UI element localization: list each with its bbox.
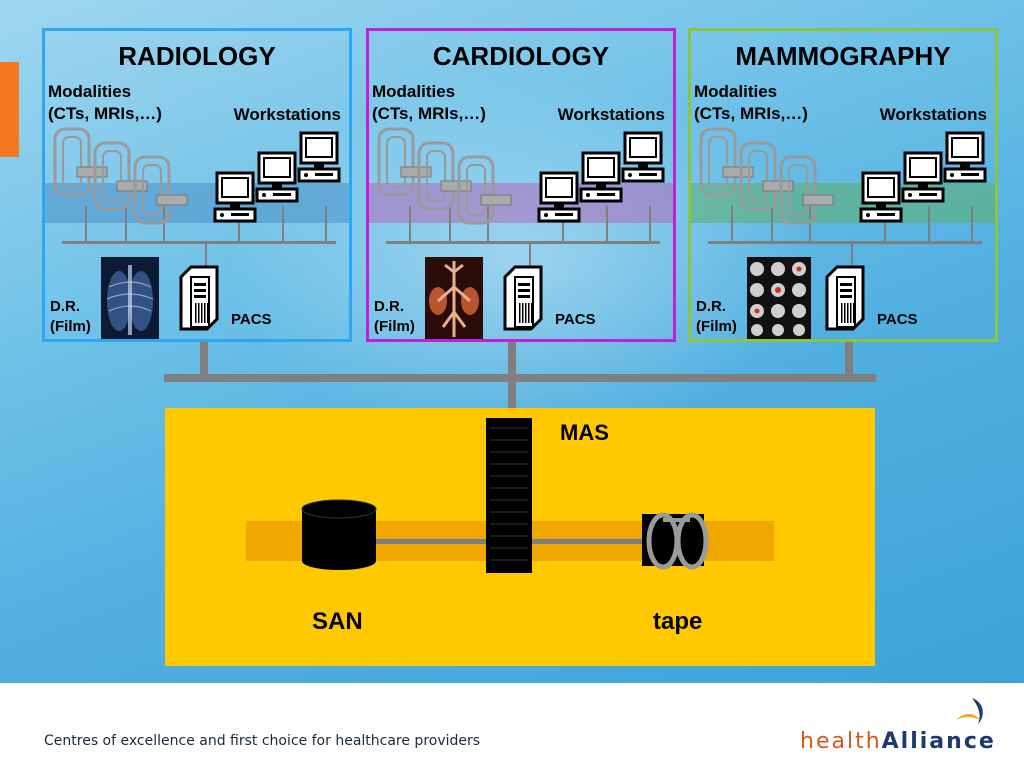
- lan-drop: [85, 206, 87, 242]
- lan-drop: [449, 206, 451, 242]
- lan-drop: [731, 206, 733, 242]
- lan-drop: [809, 206, 811, 242]
- workstation-icon: [579, 151, 623, 203]
- workstation-icon: [859, 171, 903, 223]
- scanner-icon: [739, 141, 794, 211]
- mas-label: MAS: [560, 420, 609, 445]
- lan-drop: [771, 206, 773, 242]
- mammography-scan-grid-image: [747, 257, 811, 339]
- tape-reel-icon: [642, 512, 709, 570]
- bird-logo-icon: [956, 698, 983, 724]
- lan-drop: [487, 206, 489, 242]
- modalities-label: Modalities(CTs, MRIs,…): [372, 82, 486, 123]
- lan-drop: [325, 206, 327, 242]
- network-backbone: [164, 342, 876, 420]
- modalities-label: Modalities(CTs, MRIs,…): [48, 82, 162, 123]
- lan-drop: [649, 206, 651, 242]
- storage-equipment: [246, 418, 774, 573]
- lan-drop: [529, 242, 531, 272]
- department-title: RADIOLOGY: [118, 41, 276, 71]
- dr-film-label: D.R.(Film): [374, 298, 415, 335]
- lan-drop: [163, 206, 165, 242]
- san-disk-icon: [301, 499, 377, 570]
- lan-drop: [238, 206, 240, 242]
- workstation-icon: [621, 131, 665, 183]
- lan-drop: [606, 206, 608, 242]
- radiology-panel: RADIOLOGY Modalities(CTs, MRIs,…) Workst…: [42, 28, 352, 342]
- lan-drop: [205, 242, 207, 272]
- health-alliance-logo: healthAlliance: [800, 692, 1000, 758]
- mammography-panel: MAMMOGRAPHY Modalities(CTs, MRIs,…) Work…: [688, 28, 998, 342]
- san-label: SAN: [312, 608, 363, 635]
- cardiology-panel: CARDIOLOGY Modalities(CTs, MRIs,…) Works…: [366, 28, 676, 342]
- workstation-icon: [901, 151, 945, 203]
- pacs-label: PACS: [877, 311, 918, 328]
- lan-drop: [282, 206, 284, 242]
- workstations-label: Workstations: [557, 105, 665, 124]
- lan-line: [386, 241, 660, 244]
- scanner-icon: [417, 141, 472, 211]
- department-equipment: [699, 127, 987, 331]
- workstations-label: Workstations: [233, 105, 341, 124]
- chest-xray-image: [101, 257, 159, 339]
- pacs-label: PACS: [555, 311, 596, 328]
- scanner-icon: [779, 155, 834, 225]
- department-title: MAMMOGRAPHY: [735, 41, 951, 71]
- pacs-server-icon: [503, 265, 543, 331]
- lan-line: [708, 241, 982, 244]
- modalities-label: Modalities(CTs, MRIs,…): [694, 82, 808, 123]
- scanner-icon: [133, 155, 188, 225]
- pacs-server-icon: [179, 265, 219, 331]
- department-equipment: [53, 127, 341, 331]
- scanner-icon: [457, 155, 512, 225]
- lan-drop: [851, 242, 853, 272]
- logo-wordmark: healthAlliance: [800, 729, 996, 754]
- workstation-icon: [297, 131, 341, 183]
- scanner-icon: [699, 127, 754, 197]
- lan-drop: [125, 206, 127, 242]
- scanner-icon: [377, 127, 432, 197]
- lan-drop: [409, 206, 411, 242]
- tape-label: tape: [653, 608, 703, 635]
- workstation-icon: [537, 171, 581, 223]
- angiography-image: [425, 257, 483, 339]
- lan-drop: [971, 206, 973, 242]
- footer-tagline: Centres of excellence and first choice f…: [44, 733, 481, 749]
- pacs-label: PACS: [231, 311, 272, 328]
- workstations-label: Workstations: [879, 105, 987, 124]
- department-equipment: [377, 127, 665, 331]
- lan-drop: [928, 206, 930, 242]
- pacs-server-icon: [825, 265, 865, 331]
- workstation-icon: [255, 151, 299, 203]
- dr-film-label: D.R.(Film): [50, 298, 91, 335]
- scanner-icon: [93, 141, 148, 211]
- scanner-icon: [53, 127, 108, 197]
- lan-drop: [562, 206, 564, 242]
- mas-server-rack-icon: [486, 418, 532, 573]
- accent-tab: [0, 62, 19, 157]
- lan-line: [62, 241, 336, 244]
- dr-film-label: D.R.(Film): [696, 298, 737, 335]
- workstation-icon: [943, 131, 987, 183]
- workstation-icon: [213, 171, 257, 223]
- department-title: CARDIOLOGY: [432, 41, 610, 71]
- lan-drop: [884, 206, 886, 242]
